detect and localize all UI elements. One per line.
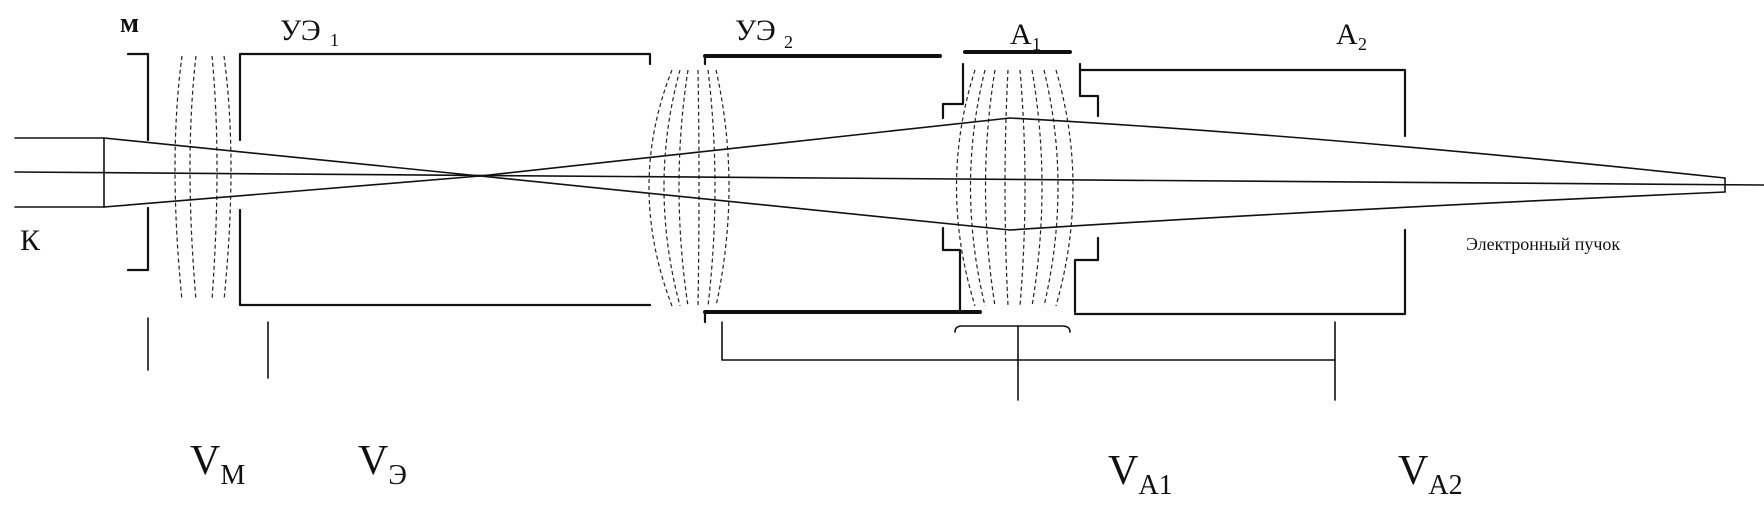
- voltage-anode-2-subscript: A2: [1428, 470, 1462, 501]
- focusing-lens-field: [648, 69, 730, 307]
- control-electrode-2-subscript: 2: [784, 32, 793, 52]
- anode-2-subscript: 2: [1358, 34, 1367, 54]
- control-electrode-1-subscript: 1: [330, 30, 339, 50]
- accelerating-lens-field: [955, 69, 1074, 307]
- voltage-anode-1-label: VA1: [1108, 448, 1173, 501]
- voltage-control-electrode-label: VЭ: [358, 438, 407, 491]
- anode-2: [1073, 68, 1407, 316]
- anode-1-subscript: 1: [1032, 34, 1041, 54]
- cathode-label: К: [20, 224, 41, 257]
- control-electrode-2: [703, 54, 982, 324]
- modulator-electrode: [126, 52, 150, 272]
- modulator-lens-field: [174, 55, 232, 301]
- anode-1-terminal: [954, 325, 1071, 401]
- voltage-control-electrode-subscript: Э: [388, 460, 406, 491]
- anode-2-terminal: [721, 321, 1336, 401]
- modulator-label: м: [120, 8, 139, 39]
- voltage-modulator-label: VM: [190, 438, 245, 491]
- control-electrode-1-label: УЭ: [280, 14, 321, 47]
- voltage-modulator-subscript: M: [220, 460, 245, 491]
- anode-2-label: А: [1336, 18, 1358, 51]
- voltage-anode-1-subscript: A1: [1138, 470, 1172, 501]
- control-electrode-2-label: УЭ: [735, 14, 776, 47]
- voltage-anode-2-label: VA2: [1398, 448, 1463, 501]
- anode-1-label: А: [1010, 18, 1032, 51]
- beam-caption: Электронный пучок: [1466, 234, 1620, 254]
- control-electrode-1: [238, 52, 652, 307]
- electron-beam: [14, 117, 1764, 231]
- anode-1: [941, 50, 1100, 314]
